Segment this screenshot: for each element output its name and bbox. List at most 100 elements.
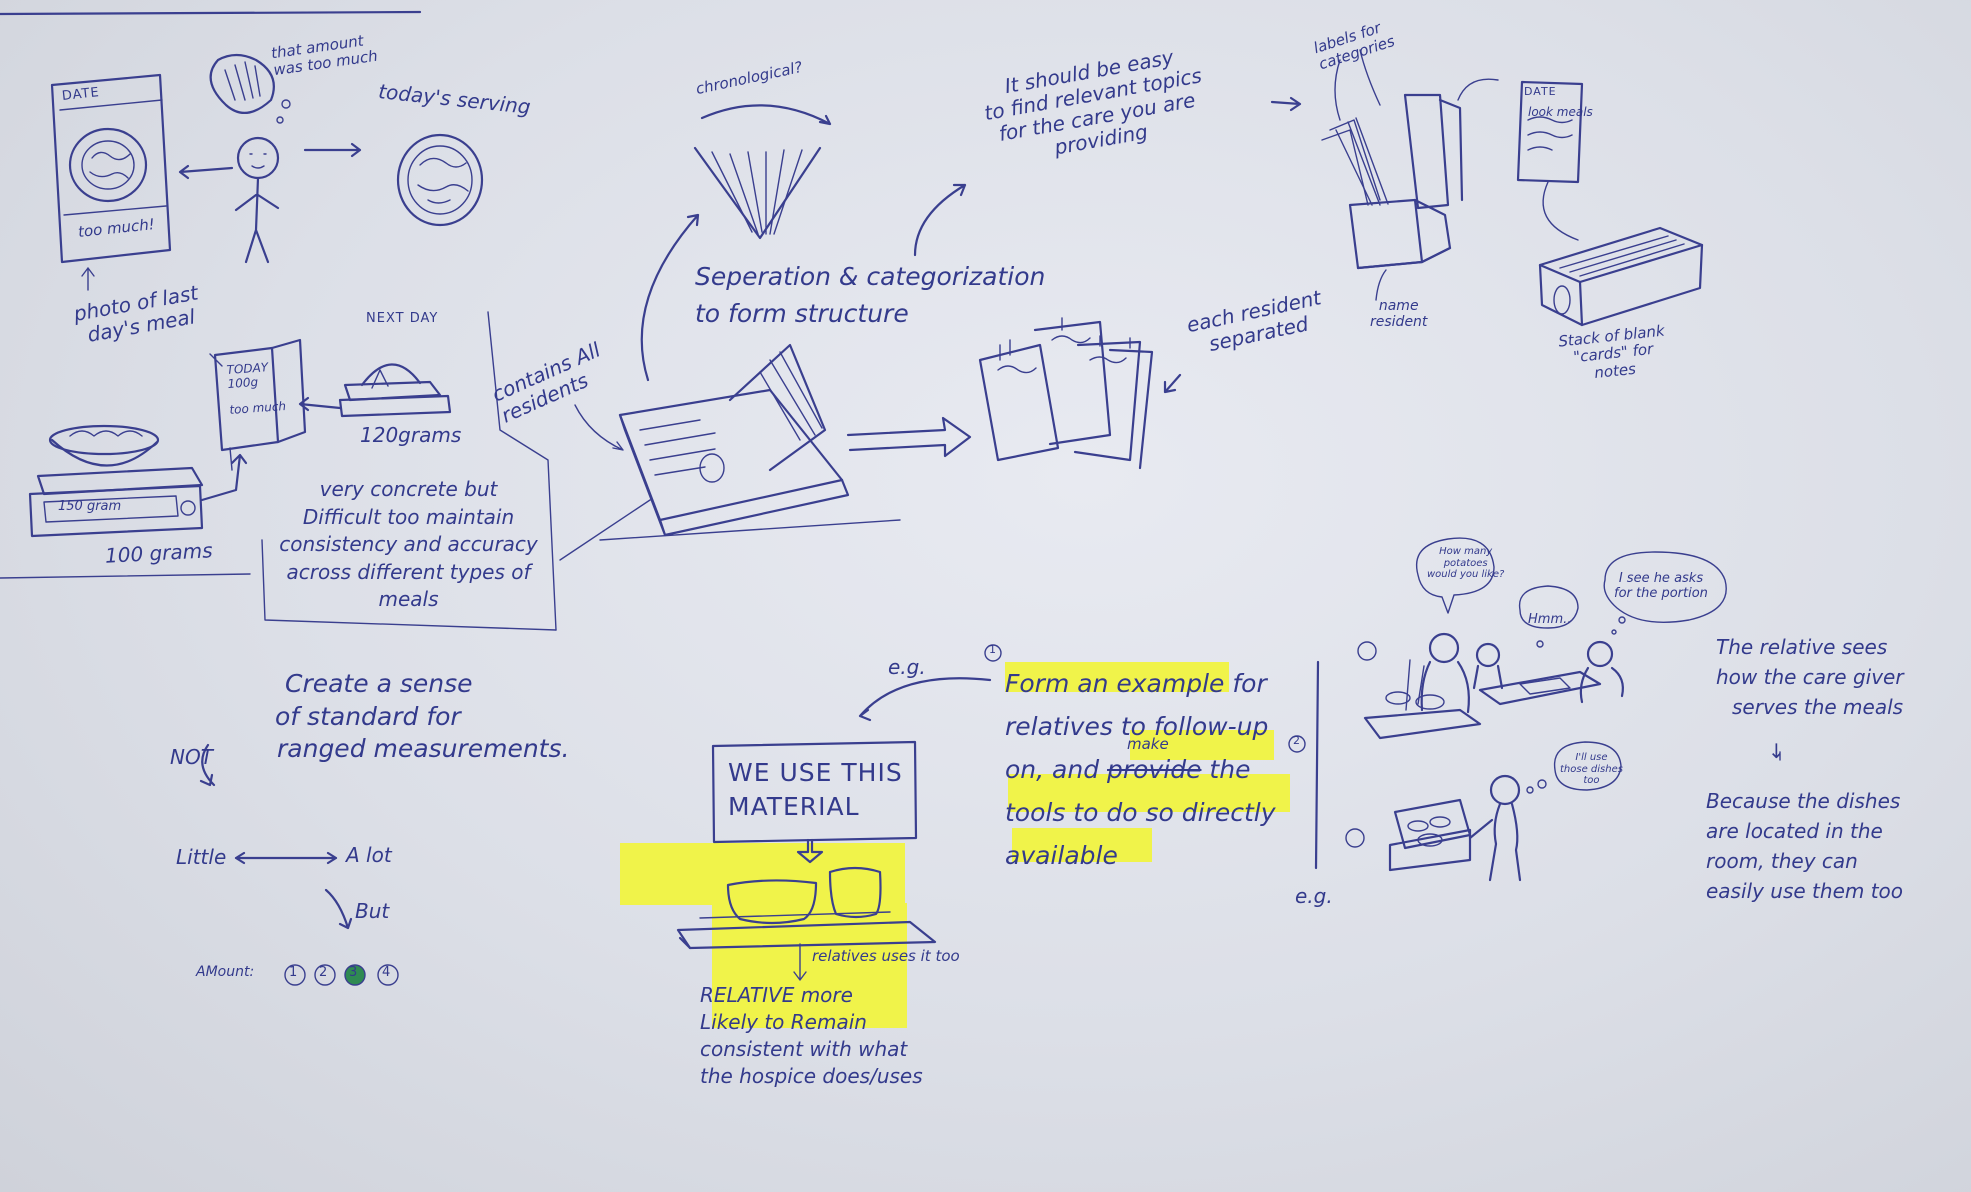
relative-more-line-3: consistent with what — [700, 1036, 923, 1063]
relative-more-line-2: Likely to Remain — [700, 1009, 923, 1036]
relative-sees-line-2: how the care giver — [1716, 662, 1904, 692]
scene-circle-2 — [1346, 829, 1364, 847]
because-line-3: room, they can — [1706, 846, 1903, 876]
card-text: TODAY 100g too much — [226, 360, 286, 417]
form-line-3-insert: make — [1127, 732, 1169, 758]
amount-label: AMount: — [196, 964, 254, 980]
divider-left — [0, 574, 250, 578]
form-line-3a: on, and — [1005, 755, 1099, 784]
relative-more-note: RELATIVE more Likely to Remain consisten… — [700, 982, 923, 1090]
bubble-hmm: Hmm.. — [1528, 613, 1571, 628]
amount-option-4: 4 — [382, 966, 390, 981]
bubble-q-line-1: How many — [1427, 546, 1504, 558]
resident-files — [980, 318, 1180, 468]
bubble-sees: I see he asks for the portion — [1614, 572, 1708, 602]
form-line-1b: for — [1232, 669, 1266, 698]
because-note: Because the dishes are located in the ro… — [1706, 786, 1903, 906]
but-arrow — [326, 890, 351, 928]
form-line-3-strike: provide — [1107, 755, 1201, 784]
bubble-use-line-2: those dishes — [1560, 764, 1623, 776]
scene-eg: e.g. — [1295, 885, 1333, 908]
todays-serving-plate — [398, 135, 482, 225]
note-card-header: DATE — [1524, 86, 1557, 99]
chronological-cone — [695, 105, 830, 238]
concrete-note: very concrete but Difficult too maintain… — [266, 476, 551, 614]
grams-120-label: 120grams — [360, 424, 461, 447]
scene-circle-1 — [1358, 642, 1376, 660]
divider-scene — [1316, 662, 1318, 868]
next-day-label: NEXT DAY — [366, 312, 438, 327]
form-line-4: tools to do so directly — [1005, 791, 1276, 834]
form-line-1a: Form an example — [1005, 669, 1224, 698]
amount-option-1: 1 — [289, 966, 297, 981]
blank-card-stack — [1540, 228, 1702, 325]
relative-sees-note: The relative sees how the care giver ser… — [1716, 632, 1904, 722]
file-box — [1322, 50, 1498, 300]
bubble-sees-line-2: for the portion — [1614, 587, 1708, 602]
name-line-1: name — [1370, 298, 1427, 314]
form-line-5: available — [1005, 834, 1276, 877]
scene-serving — [1365, 538, 1726, 738]
concrete-line-5: meals — [266, 586, 551, 614]
note-card-line: look meals — [1528, 106, 1593, 120]
because-line-2: are located in the — [1706, 816, 1903, 846]
top-rule — [0, 12, 420, 14]
sign-line-1: WE USE THIS — [728, 756, 903, 790]
concrete-line-3: consistency and accuracy — [266, 531, 551, 559]
arrow-to-box — [1272, 98, 1300, 110]
sign-line-2: MATERIAL — [728, 790, 903, 824]
material-sign-text: WE USE THIS MATERIAL — [728, 756, 903, 824]
because-line-4: easily use them too — [1706, 876, 1903, 906]
bubble-q-line-3: would you like? — [1427, 569, 1504, 581]
name-line-2: resident — [1370, 314, 1427, 330]
bubble-use-line-1: I'll use — [1560, 752, 1623, 764]
bubble-question: How many potatoes would you like? — [1427, 546, 1504, 581]
standard-line-2: of standard for — [275, 701, 569, 734]
scene-arrow: ↓ — [1768, 740, 1785, 763]
amount-option-3: 3 — [349, 966, 357, 981]
scale-next-day — [300, 364, 450, 416]
person-figure — [180, 55, 360, 262]
card-line-2: 100g — [227, 374, 285, 392]
example-eg: e.g. — [888, 656, 926, 679]
photo-arrow-up — [82, 268, 94, 290]
relative-sees-line-3: serves the meals — [1716, 692, 1904, 722]
form-example-note: Form an example for relatives to follow-… — [1005, 662, 1276, 877]
standard-text: Create a sense of standard for ranged me… — [285, 668, 569, 766]
separation-line: Seperation & categorization — [695, 263, 1045, 292]
concrete-line-2: Difficult too maintain — [266, 504, 551, 532]
relative-sees-line-1: The relative sees — [1716, 632, 1904, 662]
scale-readout: 150 gram — [58, 500, 121, 515]
bubble-use: I'll use those dishes too — [1560, 752, 1623, 787]
relative-more-line-4: the hospice does/uses — [700, 1063, 923, 1090]
little-alot-arrow — [236, 853, 336, 863]
structure-line: to form structure — [695, 300, 1045, 329]
concrete-line-1: very concrete but — [266, 476, 551, 504]
example-circle-2: 2 — [1293, 735, 1300, 748]
separation-label: Seperation & categorization to form stru… — [695, 263, 1045, 329]
arrow-up-to-cone — [642, 215, 698, 380]
standard-line-3: ranged measurements. — [277, 733, 569, 766]
little-label: Little — [176, 846, 226, 869]
stack-note: Stack of blank "cards" for notes — [1558, 323, 1669, 386]
amount-option-2: 2 — [319, 966, 327, 981]
bubble-sees-line-1: I see he asks — [1614, 572, 1708, 587]
relative-more-line-1: RELATIVE more — [700, 982, 923, 1009]
eg-arrow — [860, 678, 990, 720]
but-label: But — [355, 900, 389, 923]
scale-with-bowl — [30, 426, 246, 536]
relatives-uses-label: relatives uses it too — [812, 948, 960, 965]
concrete-line-4: across different types of — [266, 559, 551, 587]
form-line-3b: the — [1209, 755, 1250, 784]
not-label: NOT — [170, 746, 213, 769]
bubble-use-line-3: too — [1560, 775, 1623, 787]
name-resident-note: name resident — [1370, 298, 1427, 330]
example-circle-1: 1 — [989, 644, 996, 657]
arrow-to-easy — [915, 185, 965, 255]
standard-line-1: Create a sense — [285, 668, 569, 701]
a-lot-label: A lot — [346, 844, 392, 867]
big-arrow — [848, 418, 970, 456]
because-line-1: Because the dishes — [1706, 786, 1903, 816]
bubble-q-line-2: potatoes — [1427, 558, 1504, 570]
